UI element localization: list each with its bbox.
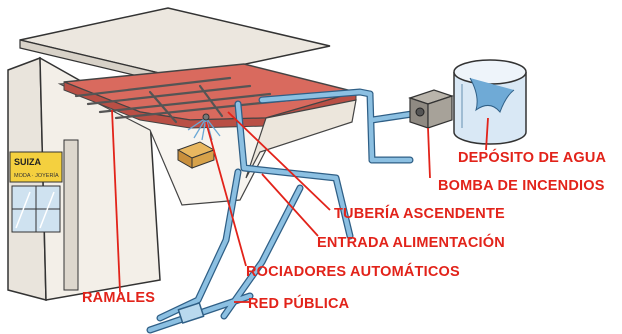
label-fire-pump: BOMBA DE INCENDIOS	[438, 178, 605, 194]
label-riser-pipe: TUBERÍA ASCENDENTE	[334, 206, 505, 222]
entrance-pillar	[63, 139, 79, 291]
leader-tuberia	[227, 111, 331, 211]
public-main-coupling	[177, 302, 205, 324]
shop-sign-line2: MODA · JOYERÍA	[14, 172, 59, 179]
fire-pump	[408, 89, 454, 129]
shop-windows	[11, 185, 61, 233]
label-automatic-sprinklers: ROCIADORES AUTOMÁTICOS	[246, 264, 460, 280]
sprinkler-spray	[187, 117, 221, 141]
burning-box	[176, 141, 216, 169]
label-branch-lines: RAMALES	[82, 290, 156, 306]
leader-rociadores	[205, 121, 247, 267]
label-water-tank: DEPÓSITO DE AGUA	[458, 150, 607, 166]
leader-entrada	[261, 173, 319, 237]
leader-deposito	[485, 117, 489, 151]
roof-canopy	[19, 7, 331, 79]
shop-sign-line1: SUIZA	[14, 157, 42, 167]
sprinkler-head	[202, 113, 210, 121]
water-pipes	[146, 88, 416, 334]
leader-ramales	[111, 109, 121, 293]
leader-lines	[111, 109, 489, 303]
shop-sign	[9, 151, 63, 183]
branch-pipes	[74, 76, 292, 124]
label-public-main: RED PÚBLICA	[248, 296, 350, 312]
building: SUIZA MODA · JOYERÍA	[7, 7, 359, 301]
label-supply-inlet: ENTRADA ALIMENTACIÓN	[317, 235, 505, 251]
water-tank	[453, 59, 527, 145]
leader-bomba	[427, 127, 431, 179]
